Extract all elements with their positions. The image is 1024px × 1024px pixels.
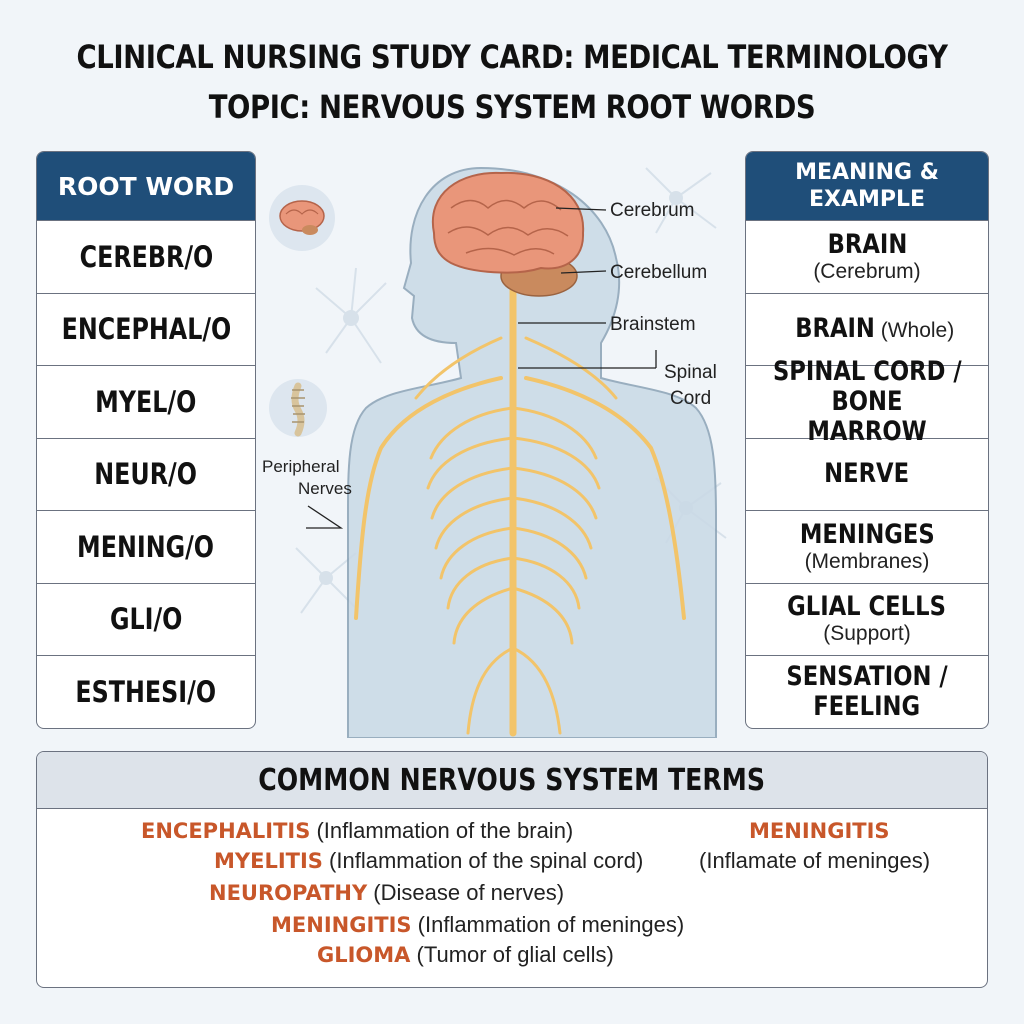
label-peripheral-nerves-2: Nerves	[298, 479, 352, 498]
meaning-header-line2: EXAMPLE	[808, 187, 926, 212]
page-subtitle: TOPIC: NERVOUS SYSTEM ROOT WORDS	[208, 88, 816, 126]
root-word: ESTHESI/O	[75, 674, 217, 709]
common-terms-title: COMMON NERVOUS SYSTEM TERMS	[258, 762, 766, 798]
meaning-row: BRAIN (Whole)	[746, 292, 988, 366]
meaning-main-line2: FEELING	[813, 690, 921, 722]
root-word-row: MENING/O	[37, 510, 255, 583]
label-spinal-cord-2: Cord	[670, 388, 711, 409]
root-word: ENCEPHAL/O	[61, 312, 231, 347]
meaning-main: GLIAL CELLS	[787, 591, 947, 623]
term-word: NEUROPATHY	[209, 881, 368, 905]
page-title: CLINICAL NURSING STUDY CARD: MEDICAL TER…	[76, 38, 948, 76]
term-word: ENCEPHALITIS	[141, 819, 311, 843]
root-word-row: ENCEPHAL/O	[37, 292, 255, 366]
meaning-main: BRAIN	[827, 228, 907, 260]
root-word-header-text: ROOT WORD	[57, 171, 235, 201]
root-word-table: ROOT WORD CEREBR/O ENCEPHAL/O MYEL/O NEU…	[36, 151, 256, 729]
meaning-main: BRAIN	[794, 313, 875, 345]
nerve-network	[354, 284, 686, 737]
term-item: NEUROPATHY (Disease of nerves)	[209, 880, 564, 906]
root-word: CEREBR/O	[79, 239, 213, 274]
root-word-row: NEUR/O	[37, 437, 255, 511]
term-item: GLIOMA (Tumor of glial cells)	[317, 942, 614, 968]
meaning-main: SENSATION /	[786, 660, 948, 692]
root-word-header: ROOT WORD	[37, 152, 255, 220]
root-word-row: GLI/O	[37, 582, 255, 656]
meaning-row: NERVE	[746, 437, 988, 511]
meaning-row: MENINGES (Membranes)	[746, 510, 988, 583]
meaning-header-line1: MEANING &	[795, 160, 939, 185]
term-desc: (Inflammation of meninges)	[411, 912, 685, 937]
common-terms-panel: COMMON NERVOUS SYSTEM TERMS ENCEPHALITIS…	[36, 751, 988, 988]
root-word: GLI/O	[109, 602, 183, 637]
label-peripheral-nerves-1: Peripheral	[262, 457, 340, 476]
term-word: MENINGITIS	[271, 913, 412, 937]
root-word: MYEL/O	[95, 384, 197, 419]
meaning-header: MEANING & EXAMPLE	[746, 152, 988, 220]
meaning-sub: (Cerebrum)	[813, 259, 921, 283]
meaning-main: NERVE	[824, 458, 910, 490]
label-leader-lines	[306, 207, 657, 529]
brain-inset-icon	[269, 185, 335, 251]
label-cerebrum: Cerebrum	[610, 200, 694, 221]
root-word-row: ESTHESI/O	[37, 655, 255, 728]
term-word: MYELITIS	[214, 849, 323, 873]
meaning-sub: (Membranes)	[804, 549, 930, 573]
spine-inset-icon	[269, 379, 327, 437]
root-word: MENING/O	[77, 529, 215, 564]
meaning-sub: (Support)	[823, 622, 911, 646]
term-side-word: MENINGITIS	[749, 819, 890, 843]
term-side-desc: (Inflamate of meninges)	[699, 848, 931, 873]
meaning-row: SENSATION / FEELING	[746, 655, 988, 728]
root-word-row: CEREBR/O	[37, 220, 255, 293]
root-word: NEUR/O	[94, 457, 198, 492]
term-desc: (Inflammation of the brain)	[310, 818, 574, 843]
term-item: MYELITIS (Inflammation of the spinal cor…	[214, 848, 643, 874]
term-desc: (Inflammation of the spinal cord)	[322, 848, 644, 873]
root-word-row: MYEL/O	[37, 365, 255, 438]
term-desc: (Disease of nerves)	[367, 880, 565, 905]
common-terms-header: COMMON NERVOUS SYSTEM TERMS	[37, 752, 987, 809]
term-side-word-row: MENINGITIS	[749, 818, 890, 844]
term-side-desc-row: (Inflamate of meninges)	[699, 848, 930, 874]
meaning-table: MEANING & EXAMPLE BRAIN (Cerebrum) BRAIN…	[745, 151, 989, 729]
term-word: GLIOMA	[317, 943, 411, 967]
meaning-main: SPINAL CORD /	[772, 355, 962, 387]
cerebrum-shape	[431, 171, 585, 274]
meaning-main: MENINGES	[799, 518, 935, 550]
label-cerebellum: Cerebellum	[610, 262, 707, 283]
term-desc: (Tumor of glial cells)	[410, 942, 614, 967]
label-brainstem: Brainstem	[610, 314, 696, 335]
meaning-inline: (Whole)	[880, 319, 955, 343]
label-spinal-cord-1: Spinal	[664, 362, 717, 383]
meaning-row: SPINAL CORD / BONE MARROW	[746, 356, 988, 446]
meaning-row: BRAIN (Cerebrum)	[746, 220, 988, 293]
term-item: ENCEPHALITIS (Inflammation of the brain)	[141, 818, 573, 844]
meaning-main-line2: BONE MARROW	[807, 385, 927, 447]
meaning-row: GLIAL CELLS (Support)	[746, 582, 988, 656]
term-item: MENINGITIS (Inflammation of meninges)	[271, 912, 684, 938]
human-body-silhouette	[347, 166, 717, 738]
nervous-system-illustration: Cerebrum Cerebellum Brainstem Spinal Cor…	[262, 166, 727, 738]
